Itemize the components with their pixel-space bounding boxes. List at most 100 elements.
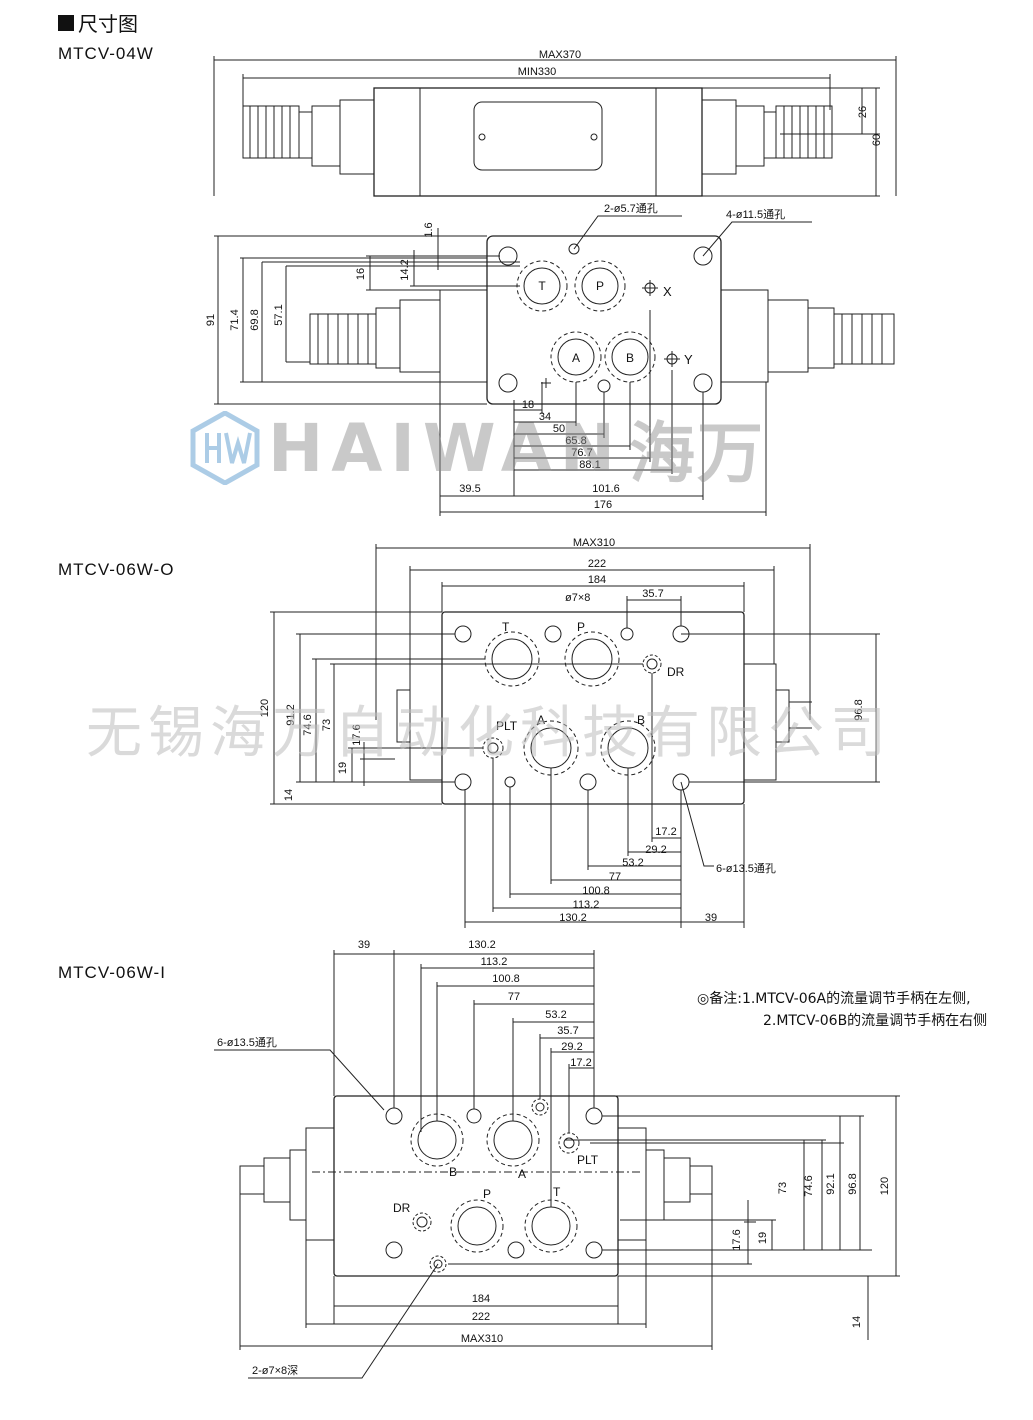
dim-14: 14: [283, 789, 295, 801]
port-b: B: [637, 713, 645, 727]
dim-69-8: 69.8: [249, 309, 261, 330]
knob-icon: [763, 105, 833, 159]
knob-icon: [242, 105, 313, 159]
drawing-3-labels: 39 130.2 113.2 100.8 77 53.2 35.7 29.2 1…: [217, 939, 891, 1377]
dim-120: 120: [259, 699, 271, 717]
dim-35-7: 35.7: [557, 1025, 578, 1037]
dim-73: 73: [321, 719, 333, 731]
port-y: Y: [684, 352, 693, 367]
dim-29-2: 29.2: [561, 1041, 582, 1053]
dim-35-7: 35.7: [642, 588, 663, 600]
dim-19: 19: [337, 762, 349, 774]
hexagon-logo-icon: [190, 411, 260, 485]
model-label-3: MTCV-06W-I: [58, 963, 166, 982]
dim-73: 73: [777, 1182, 789, 1194]
note-line-1: 1.MTCV-06A的流量调节手柄在左侧,: [741, 991, 971, 1007]
drawing-mtcv-06w-i: [214, 950, 900, 1379]
dim-max310: MAX310: [461, 1333, 503, 1345]
dim-77: 77: [609, 871, 621, 883]
dim-130-2: 130.2: [559, 912, 587, 924]
note-line-2: 2.MTCV-06B的流量调节手柄在右侧: [763, 1013, 988, 1029]
section-header: 尺寸图: [58, 8, 138, 37]
dim-17-6: 17.6: [731, 1229, 743, 1250]
port-t: T: [553, 1185, 561, 1199]
dim-176: 176: [594, 499, 612, 511]
dim-113-2: 113.2: [481, 956, 508, 968]
dim-min330: MIN330: [518, 66, 557, 78]
port-t: T: [538, 279, 546, 293]
watermark-brand: HAIWAN: [268, 409, 624, 487]
port-plt: PLT: [577, 1153, 599, 1167]
port-dr: DR: [667, 665, 685, 679]
dim-91-2: 91.2: [285, 704, 297, 725]
port-b: B: [626, 351, 634, 365]
dim-39-5: 39.5: [459, 483, 480, 495]
dim-17-6: 17.6: [351, 724, 363, 745]
dim-222: 222: [472, 1311, 490, 1323]
square-bullet-icon: [58, 14, 74, 31]
note-title: ◎备注:: [697, 991, 742, 1007]
dim-14: 14: [851, 1316, 863, 1328]
dim-17-2: 17.2: [570, 1057, 591, 1069]
dim-91: 91: [205, 314, 217, 326]
dim-76-7: 76.7: [571, 447, 592, 459]
dim-100-8: 100.8: [492, 973, 520, 985]
dim-29-2: 29.2: [645, 844, 666, 856]
drawing-1-labels: MAX370 MIN330 26 60 2-ø5.7通孔 4-ø11.5通孔 1…: [205, 49, 883, 511]
hole-label-7x8: 2-ø7×8深: [252, 1364, 298, 1377]
dim-14-2: 14.2: [399, 259, 411, 280]
hole-label-7x8: ø7×8: [565, 592, 590, 604]
dim-max370: MAX370: [539, 49, 581, 61]
port-a: A: [572, 351, 580, 365]
dim-26: 26: [857, 106, 869, 118]
port-x: X: [663, 284, 672, 299]
remark-note: ◎备注:1.MTCV-06A的流量调节手柄在左侧, 2.MTCV-06B的流量调…: [697, 988, 987, 1032]
dim-74-6: 74.6: [803, 1175, 815, 1196]
port-p: P: [577, 620, 585, 634]
dim-max310: MAX310: [573, 537, 615, 549]
dim-19: 19: [757, 1232, 769, 1244]
model-label-1: MTCV-04W: [58, 44, 154, 63]
dim-57-1: 57.1: [273, 304, 285, 325]
dim-60: 60: [871, 134, 883, 146]
port-plt: PLT: [496, 719, 518, 733]
dim-53-2: 53.2: [545, 1009, 566, 1021]
dim-74-6: 74.6: [302, 714, 314, 735]
dim-1-6: 1.6: [423, 222, 435, 237]
dim-77: 77: [508, 991, 520, 1003]
port-dr: DR: [393, 1201, 411, 1215]
knob-icon: [833, 313, 895, 365]
port-a: A: [537, 713, 545, 727]
dim-17-2: 17.2: [655, 826, 676, 838]
dim-222: 222: [588, 558, 606, 570]
dim-100-8: 100.8: [582, 885, 610, 897]
dim-184: 184: [588, 574, 606, 586]
dim-113-2: 113.2: [573, 899, 600, 911]
watermark-brand-cn: 海万: [629, 415, 766, 492]
drawing-2-labels: MAX310 222 184 ø7×8 35.7 120 91.2 74.6 7…: [259, 537, 865, 924]
knob-icon: [309, 313, 377, 365]
port-a: A: [518, 1167, 526, 1181]
dim-120: 120: [879, 1177, 891, 1195]
hole-label-13-5: 6-ø13.5通孔: [217, 1036, 277, 1049]
dim-101-6: 101.6: [592, 483, 620, 495]
dim-96-8: 96.8: [853, 699, 865, 720]
drawing-mtcv-04w: [213, 56, 897, 516]
dim-18: 18: [522, 399, 534, 411]
dim-50: 50: [553, 423, 565, 435]
dim-88-1: 88.1: [579, 459, 600, 471]
dim-65-8: 65.8: [565, 435, 586, 447]
port-b: B: [449, 1165, 457, 1179]
drawing-mtcv-06w-o: [270, 544, 880, 928]
dim-130-2: 130.2: [468, 939, 496, 951]
model-label-2: MTCV-06W-O: [58, 560, 175, 579]
dim-39: 39: [705, 912, 717, 924]
dim-184: 184: [472, 1293, 490, 1305]
hole-label-1: 2-ø5.7通孔: [604, 202, 658, 215]
dim-16: 16: [355, 268, 367, 280]
watermark-company: 无锡海万自动化科技有限公司: [86, 701, 892, 766]
section-title: 尺寸图: [78, 12, 138, 36]
port-p: P: [483, 1187, 491, 1201]
dim-34: 34: [539, 411, 551, 423]
